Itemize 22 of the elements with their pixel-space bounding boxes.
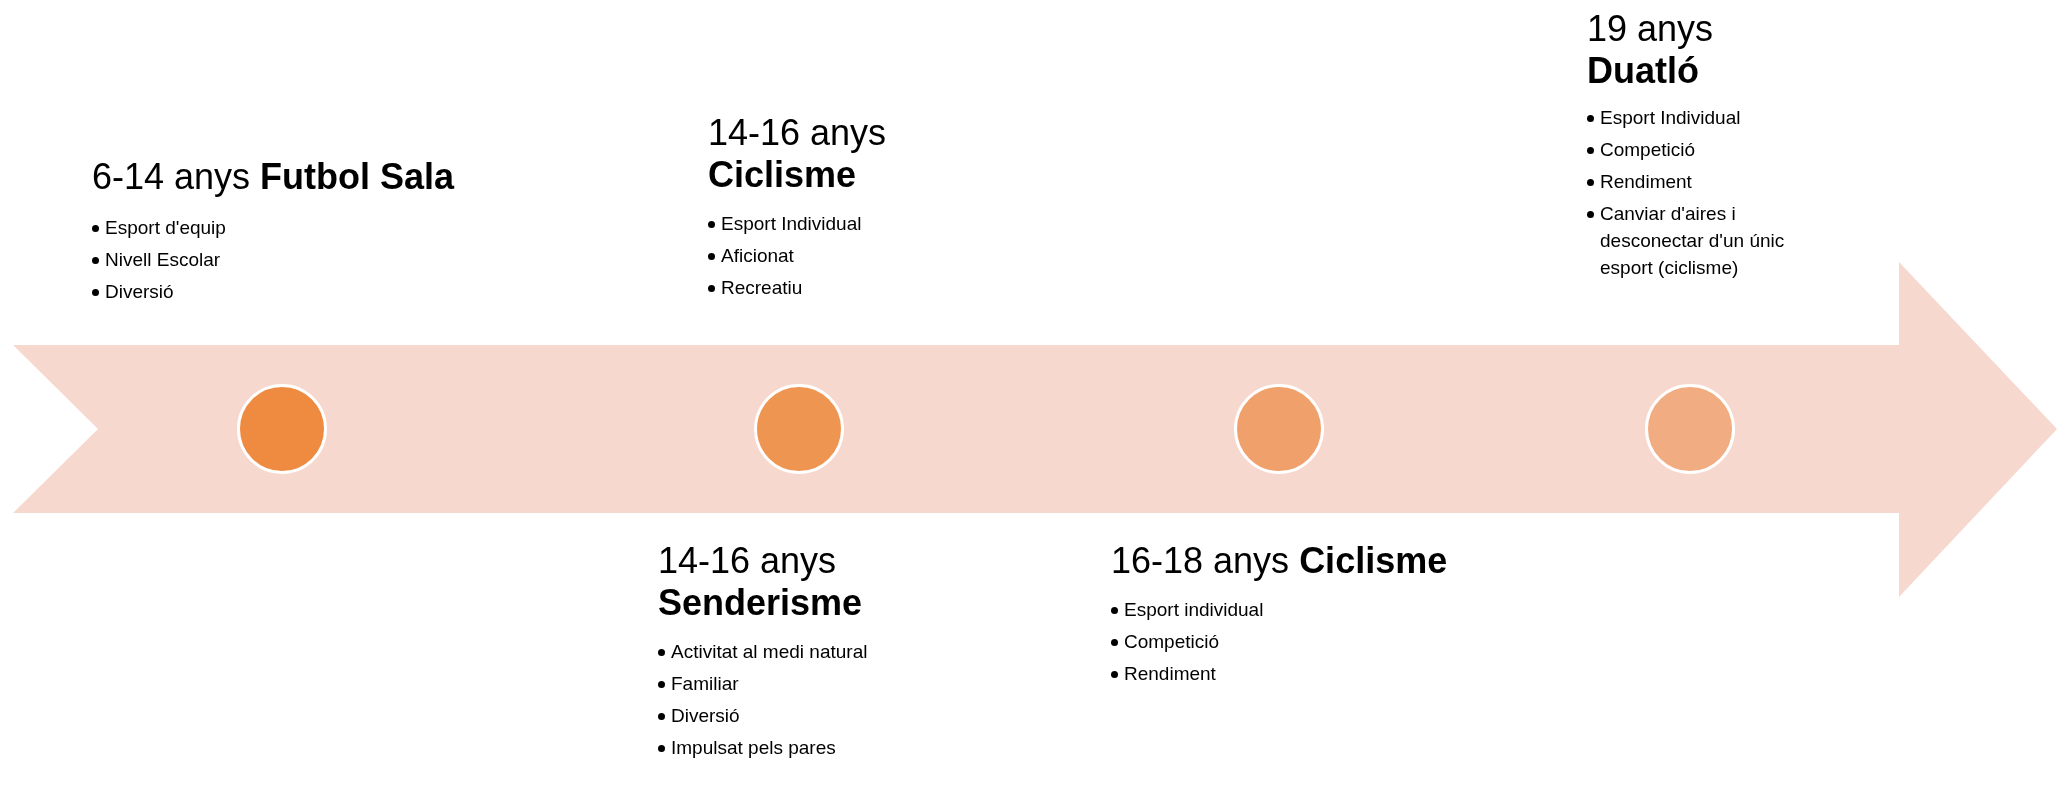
- bullet-item: Diversió: [92, 278, 352, 306]
- bullet-item: Nivell Escolar: [92, 246, 352, 274]
- period-heading: 6-14 anys Futbol Sala: [92, 156, 456, 199]
- bullet-item: Competició: [1587, 136, 1792, 164]
- bullet-item: Esport Individual: [1587, 104, 1792, 132]
- bullet-item: Recreatiu: [708, 274, 968, 302]
- period-heading: 19 anys Duatló: [1587, 8, 1715, 93]
- bullet-item: Canviar d'aires i desconectar d'un únic esport (ciclisme): [1587, 200, 1792, 282]
- period-heading: 14-16 anys Senderisme: [658, 540, 864, 625]
- bullet-item: Competició: [1111, 628, 1371, 656]
- bullet-item: Esport d'equip: [92, 214, 352, 242]
- bullet-item: Aficionat: [708, 242, 968, 270]
- bullet-item: Impulsat pels pares: [658, 734, 873, 762]
- bullet-item: Familiar: [658, 670, 873, 698]
- bullet-item: Rendiment: [1111, 660, 1371, 688]
- bullet-item: Esport individual: [1111, 596, 1371, 624]
- period-heading: 14-16 anys Ciclisme: [708, 112, 888, 197]
- bullet-item: Activitat al medi natural: [658, 638, 873, 666]
- bullet-item: Rendiment: [1587, 168, 1792, 196]
- bullet-item: Diversió: [658, 702, 873, 730]
- period-heading: 16-18 anys Ciclisme: [1111, 540, 1449, 583]
- bullet-item: Esport Individual: [708, 210, 968, 238]
